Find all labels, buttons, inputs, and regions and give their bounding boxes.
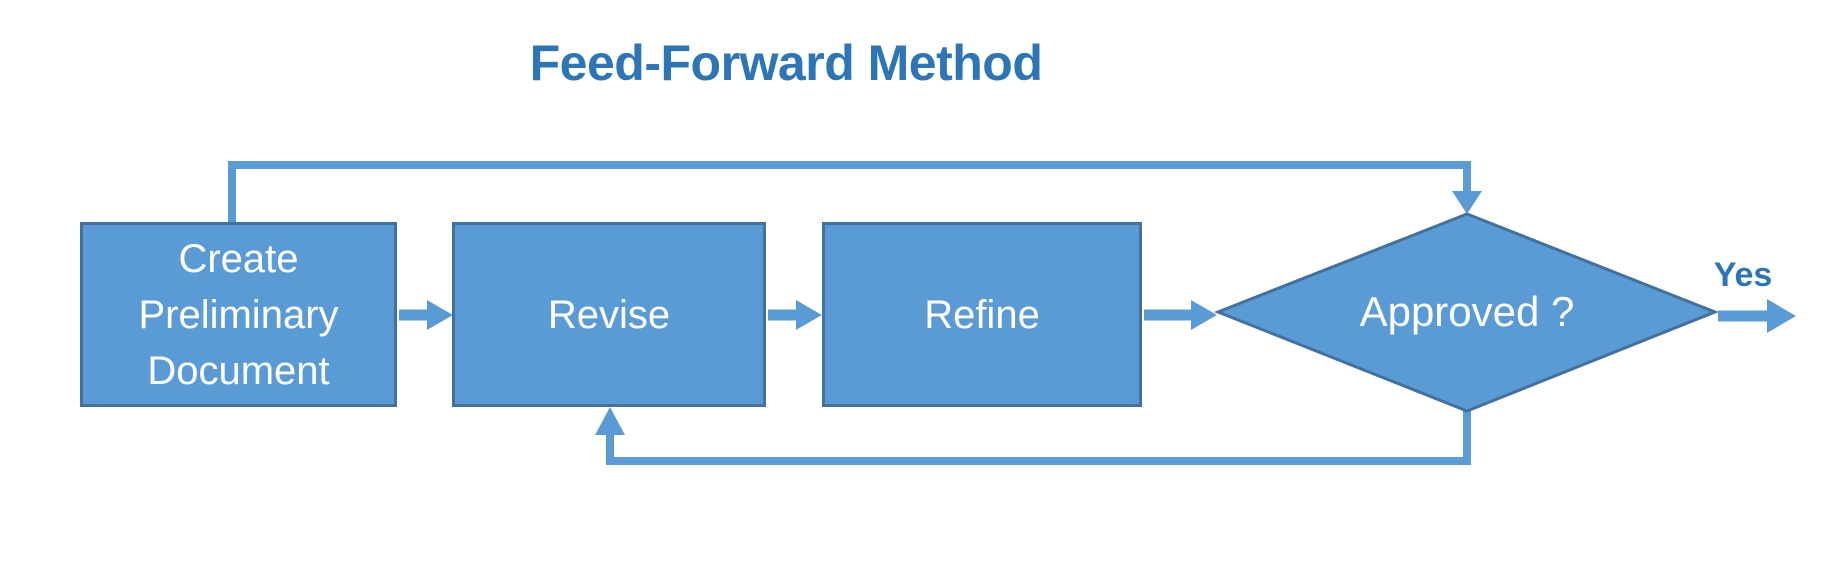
decision-diamond-approved [1213, 212, 1720, 413]
arrowhead-yes-exit [1767, 299, 1796, 333]
connector-feedback-bottom [606, 410, 1471, 465]
node-revise: Revise [452, 222, 766, 407]
diagram-title: Feed-Forward Method [529, 35, 1043, 91]
arrowhead-down-into-approved [1452, 191, 1482, 214]
approved-text: Approved ? [1359, 287, 1575, 335]
node-create-preliminary-document: Create Preliminary Document [80, 222, 397, 407]
arrowhead-create-to-revise [427, 300, 453, 330]
node-label-approved: Approved ? [1359, 232, 1575, 392]
node-label-refine: Refine [924, 292, 1040, 337]
arrowhead-up-into-revise [595, 407, 625, 435]
node-label-revise: Revise [547, 292, 671, 337]
arrowhead-revise-to-refine [796, 300, 822, 330]
node-label-create-preliminary-document: Create Preliminary Document [138, 236, 339, 393]
connector-feed-forward-top [228, 161, 1471, 224]
node-refine: Refine [822, 222, 1142, 407]
arrowhead-refine-to-approved [1191, 300, 1217, 330]
edge-label-yes: Yes [1713, 256, 1773, 294]
